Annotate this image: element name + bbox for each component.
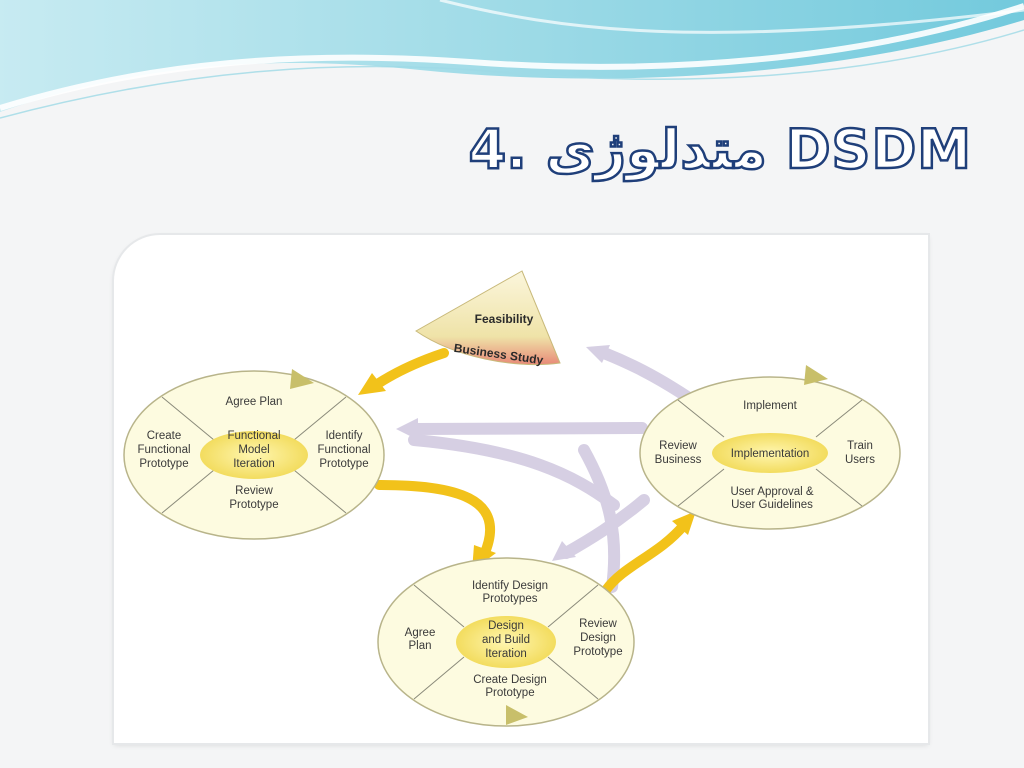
functional-left-3: Prototype (139, 458, 188, 470)
design-top-1: Identify Design (472, 580, 548, 592)
implementation-phase: Implementation Implement Review Business… (639, 365, 901, 530)
functional-right-2: Functional (317, 444, 370, 456)
impl-center: Implementation (731, 448, 810, 460)
functional-bottom-1: Review (235, 485, 273, 497)
functional-right-3: Prototype (319, 458, 368, 470)
arrow-functional-to-design (374, 480, 495, 560)
functional-bottom-2: Prototype (229, 499, 278, 511)
impl-left-2: Business (655, 454, 702, 466)
slide-title: 4. متدلوژی DSDM (467, 117, 972, 183)
impl-cycle-arrow (804, 365, 828, 385)
functional-center-2: Model (238, 444, 269, 456)
feasibility-label: Feasibility (475, 312, 534, 326)
impl-top: Implement (743, 400, 797, 412)
arrow-design-to-impl (601, 520, 689, 595)
arrowhead-lav-2 (586, 345, 610, 363)
design-right-2: Design (580, 632, 616, 644)
impl-bottom-1: User Approval & (730, 486, 813, 498)
design-right-3: Prototype (573, 646, 622, 658)
design-center-3: Iteration (485, 648, 527, 660)
functional-top: Agree Plan (226, 396, 283, 408)
design-center-2: and Build (482, 634, 530, 646)
arrowhead-lav-3 (552, 541, 576, 561)
design-bottom-1: Create Design (473, 674, 547, 686)
impl-right-1: Train (847, 440, 873, 452)
design-cycle-arrow (506, 705, 528, 725)
impl-bottom-2: User Guidelines (731, 499, 813, 511)
design-center-1: Design (488, 620, 524, 632)
gold-arrows (371, 348, 689, 595)
arrow-impl-to-feasibility (598, 347, 695, 404)
arrow-impl-to-functional (408, 422, 648, 435)
dsdm-diagram: Feasibility Business Study Functional Mo… (123, 270, 901, 727)
lavender-arrows (408, 347, 695, 593)
design-build-phase: Design and Build Iteration Identify Desi… (377, 557, 635, 727)
design-right-1: Review (579, 618, 617, 630)
functional-right-1: Identify (325, 430, 362, 442)
arrow-feasibility-to-functional (371, 348, 449, 390)
impl-left-1: Review (659, 440, 697, 452)
design-bottom-2: Prototype (485, 687, 534, 699)
functional-center-1: Functional (227, 430, 280, 442)
slide-title-area: 4. متدلوژی DSDM (0, 117, 1024, 198)
arrow-impl-to-design (560, 494, 650, 559)
functional-center-3: Iteration (233, 458, 275, 470)
functional-model-phase: Functional Model Iteration Agree Plan Cr… (123, 369, 385, 540)
arrowhead-gold-1 (358, 373, 386, 395)
design-left-2: Plan (408, 640, 431, 652)
design-top-2: Prototypes (483, 593, 538, 605)
arrowhead-gold-3 (672, 511, 696, 535)
design-left-1: Agree (405, 627, 436, 639)
functional-left-2: Functional (137, 444, 190, 456)
dsdm-diagram-frame: Feasibility Business Study Functional Mo… (114, 235, 928, 743)
impl-right-2: Users (845, 454, 875, 466)
arrowhead-lav-1 (396, 418, 418, 440)
functional-left-1: Create (147, 430, 182, 442)
functional-cycle-arrow (290, 369, 314, 389)
arrow-design-up (578, 444, 621, 593)
